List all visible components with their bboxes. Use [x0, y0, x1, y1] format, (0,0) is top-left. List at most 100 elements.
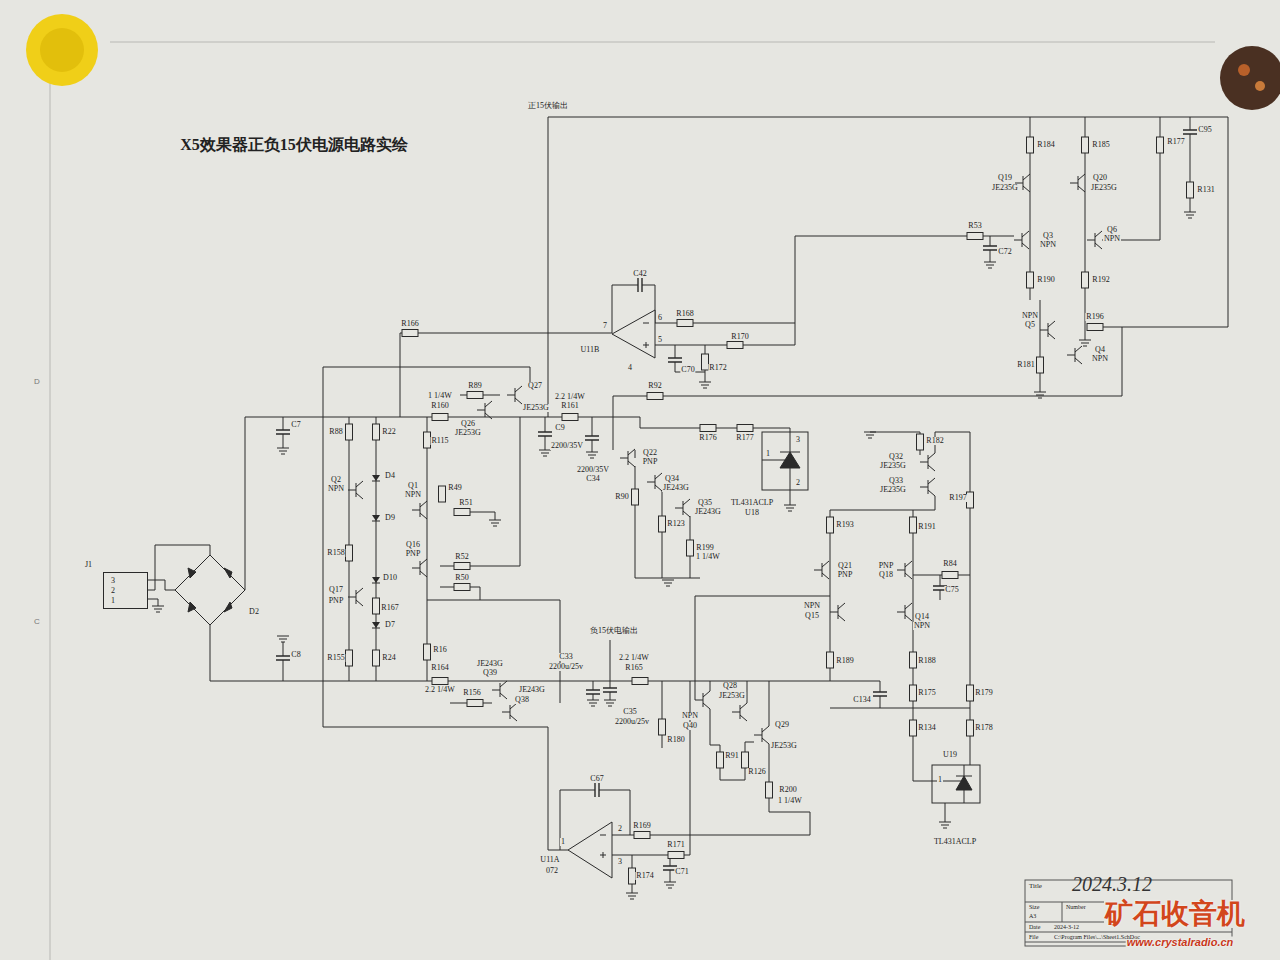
resistor-symbol	[373, 598, 380, 614]
capacitor-symbol	[983, 246, 997, 250]
part-label: Q2	[330, 476, 342, 484]
part-label: PNP	[642, 458, 659, 466]
part-label: R192	[1091, 276, 1110, 284]
part-label: Q1	[407, 482, 419, 490]
part-label: JE243G	[662, 484, 690, 492]
paper-props	[40, 28, 84, 72]
transistor-symbol	[897, 603, 912, 621]
part-label: R24	[381, 654, 396, 662]
resistor-symbol	[439, 486, 446, 502]
part-label: R91	[724, 752, 739, 760]
part-label: R169	[632, 822, 651, 830]
resistor-symbol	[432, 414, 448, 421]
part-label: R188	[917, 657, 936, 665]
paper-props	[26, 14, 98, 86]
part-label: R185	[1091, 141, 1110, 149]
part-label: 6	[657, 314, 663, 322]
part-label: 3	[617, 858, 623, 866]
part-label: R115	[430, 437, 449, 445]
part-label: R160	[430, 402, 449, 410]
resistor-symbol	[1082, 272, 1089, 288]
wire	[548, 417, 790, 432]
ground-symbol	[587, 700, 599, 706]
part-label: 1	[560, 838, 566, 846]
part-label: Q38	[514, 696, 530, 704]
resistor-symbol	[659, 516, 666, 532]
part-label: C7	[290, 421, 301, 429]
ground-symbol	[984, 262, 996, 268]
resistor-symbol	[917, 434, 924, 450]
wire	[830, 708, 970, 709]
part-label: Q39	[482, 669, 498, 677]
capacitor-symbol	[1183, 130, 1197, 134]
op-amp-symbol	[643, 323, 649, 348]
part-label: PNP	[837, 571, 854, 579]
wire	[935, 432, 970, 765]
part-label: TL431ACLP	[730, 499, 774, 507]
part-label: R200	[778, 786, 797, 794]
resistor-symbol	[827, 652, 834, 668]
part-label: Q32	[888, 453, 904, 461]
ground-symbol	[604, 700, 616, 706]
part-label: R88	[328, 428, 343, 436]
ground-symbol	[784, 505, 796, 511]
part-label: R193	[835, 521, 854, 529]
wire	[655, 323, 795, 324]
transistor-symbol	[348, 588, 363, 606]
bridge-rectifier	[224, 568, 232, 578]
wire	[830, 510, 913, 517]
resistor-symbol	[632, 489, 639, 505]
transistor-symbol	[920, 478, 935, 496]
ground-symbol	[699, 382, 711, 388]
part-label: 072	[545, 867, 559, 875]
part-label: 1 1/4W	[777, 797, 803, 805]
diode-symbol	[372, 475, 380, 628]
part-label: U18	[744, 509, 760, 517]
tl431-symbol	[762, 432, 980, 803]
part-label: 2200u/25v	[548, 663, 584, 671]
part-label: R189	[835, 657, 854, 665]
part-label: Q16	[405, 541, 421, 549]
tl431-symbol	[956, 776, 972, 790]
part-label: Q22	[642, 449, 658, 457]
wire	[870, 432, 920, 455]
part-label: Q19	[997, 174, 1013, 182]
bridge-rectifier	[224, 602, 232, 612]
transistor-symbol	[412, 559, 427, 577]
part-label: Q27	[527, 382, 543, 390]
part-label: 1	[765, 450, 771, 458]
wire	[695, 596, 696, 700]
part-label: C34	[585, 475, 600, 483]
transistor-symbol	[732, 703, 747, 721]
wire	[400, 333, 401, 417]
resistor-symbol	[659, 719, 666, 735]
transistor-symbol	[1070, 174, 1085, 192]
part-label: 2	[795, 479, 801, 487]
part-label: R84	[942, 560, 957, 568]
resistor-symbol	[967, 720, 974, 736]
part-label: R123	[666, 520, 685, 528]
part-label: JE243G	[518, 686, 546, 694]
resistor-symbol	[1027, 137, 1034, 153]
connector-box: J13 2 1	[103, 572, 148, 609]
part-label: R197	[948, 494, 967, 502]
resistor-symbol	[634, 832, 650, 839]
resistor-symbol	[1037, 357, 1044, 373]
bridge-rectifier	[175, 555, 245, 625]
resistor-symbol	[373, 650, 380, 666]
resistor-symbol	[647, 393, 663, 400]
wire	[323, 367, 568, 850]
bridge-rectifier	[175, 555, 245, 625]
part-label: R168	[675, 310, 694, 318]
part-label: R156	[462, 689, 481, 697]
transistor-symbol	[920, 453, 935, 471]
resistor-symbol	[737, 425, 753, 432]
wire	[548, 117, 1228, 327]
part-label: 2	[617, 825, 623, 833]
tl431-symbol	[762, 432, 808, 490]
wire	[695, 596, 830, 597]
part-label: JE235G	[879, 486, 907, 494]
ground-symbol	[277, 636, 289, 642]
transistor-symbol	[348, 174, 1102, 744]
